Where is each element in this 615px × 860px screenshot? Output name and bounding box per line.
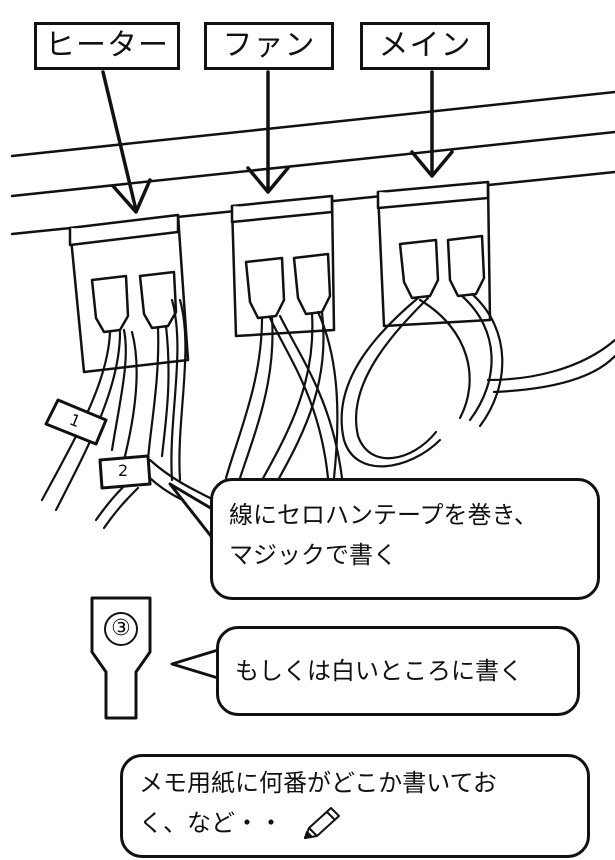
terminals-heater bbox=[90, 270, 178, 334]
arrow-main bbox=[410, 70, 454, 178]
bubble-memo-line-2-text: く、など・・ bbox=[139, 809, 283, 837]
terminals-fan bbox=[244, 252, 332, 320]
wires-fan bbox=[224, 310, 344, 482]
bubble-memo-line-1: メモ用紙に何番がどこか書いてお bbox=[139, 769, 497, 797]
bubble-tape-line-1: 線にセロハンテープを巻き、 bbox=[229, 501, 538, 529]
label-fan: ファン bbox=[204, 22, 334, 70]
terminal-tag-3: ③ bbox=[104, 612, 138, 646]
wires-heater bbox=[40, 298, 212, 530]
bubble-white-part-text: もしくは白いところに書く bbox=[235, 657, 523, 685]
wire-tag-1-outline bbox=[44, 398, 108, 446]
bubble-tail-tape bbox=[168, 482, 216, 542]
bubble-tape-instruction: 線にセロハンテープを巻き、 マジックで書く bbox=[210, 478, 600, 600]
bubble-tape-line-2: マジックで書く bbox=[229, 541, 397, 569]
bubble-tail-white bbox=[170, 648, 220, 680]
bubble-memo-line-2: く、など・・ bbox=[139, 803, 571, 843]
wire-tag-2: 2 bbox=[118, 461, 129, 480]
arrow-heater bbox=[101, 70, 152, 214]
bubble-white-part-instruction: もしくは白いところに書く bbox=[216, 626, 580, 716]
pencil-icon bbox=[303, 807, 340, 839]
arrow-fan bbox=[246, 70, 290, 194]
wires-main bbox=[340, 292, 615, 468]
wire-tag-2-outline bbox=[98, 454, 152, 490]
bubble-memo-instruction: メモ用紙に何番がどこか書いてお く、など・・ bbox=[120, 754, 590, 858]
label-main: メイン bbox=[360, 22, 490, 70]
terminals-main bbox=[398, 234, 486, 300]
label-heater: ヒーター bbox=[34, 22, 180, 70]
